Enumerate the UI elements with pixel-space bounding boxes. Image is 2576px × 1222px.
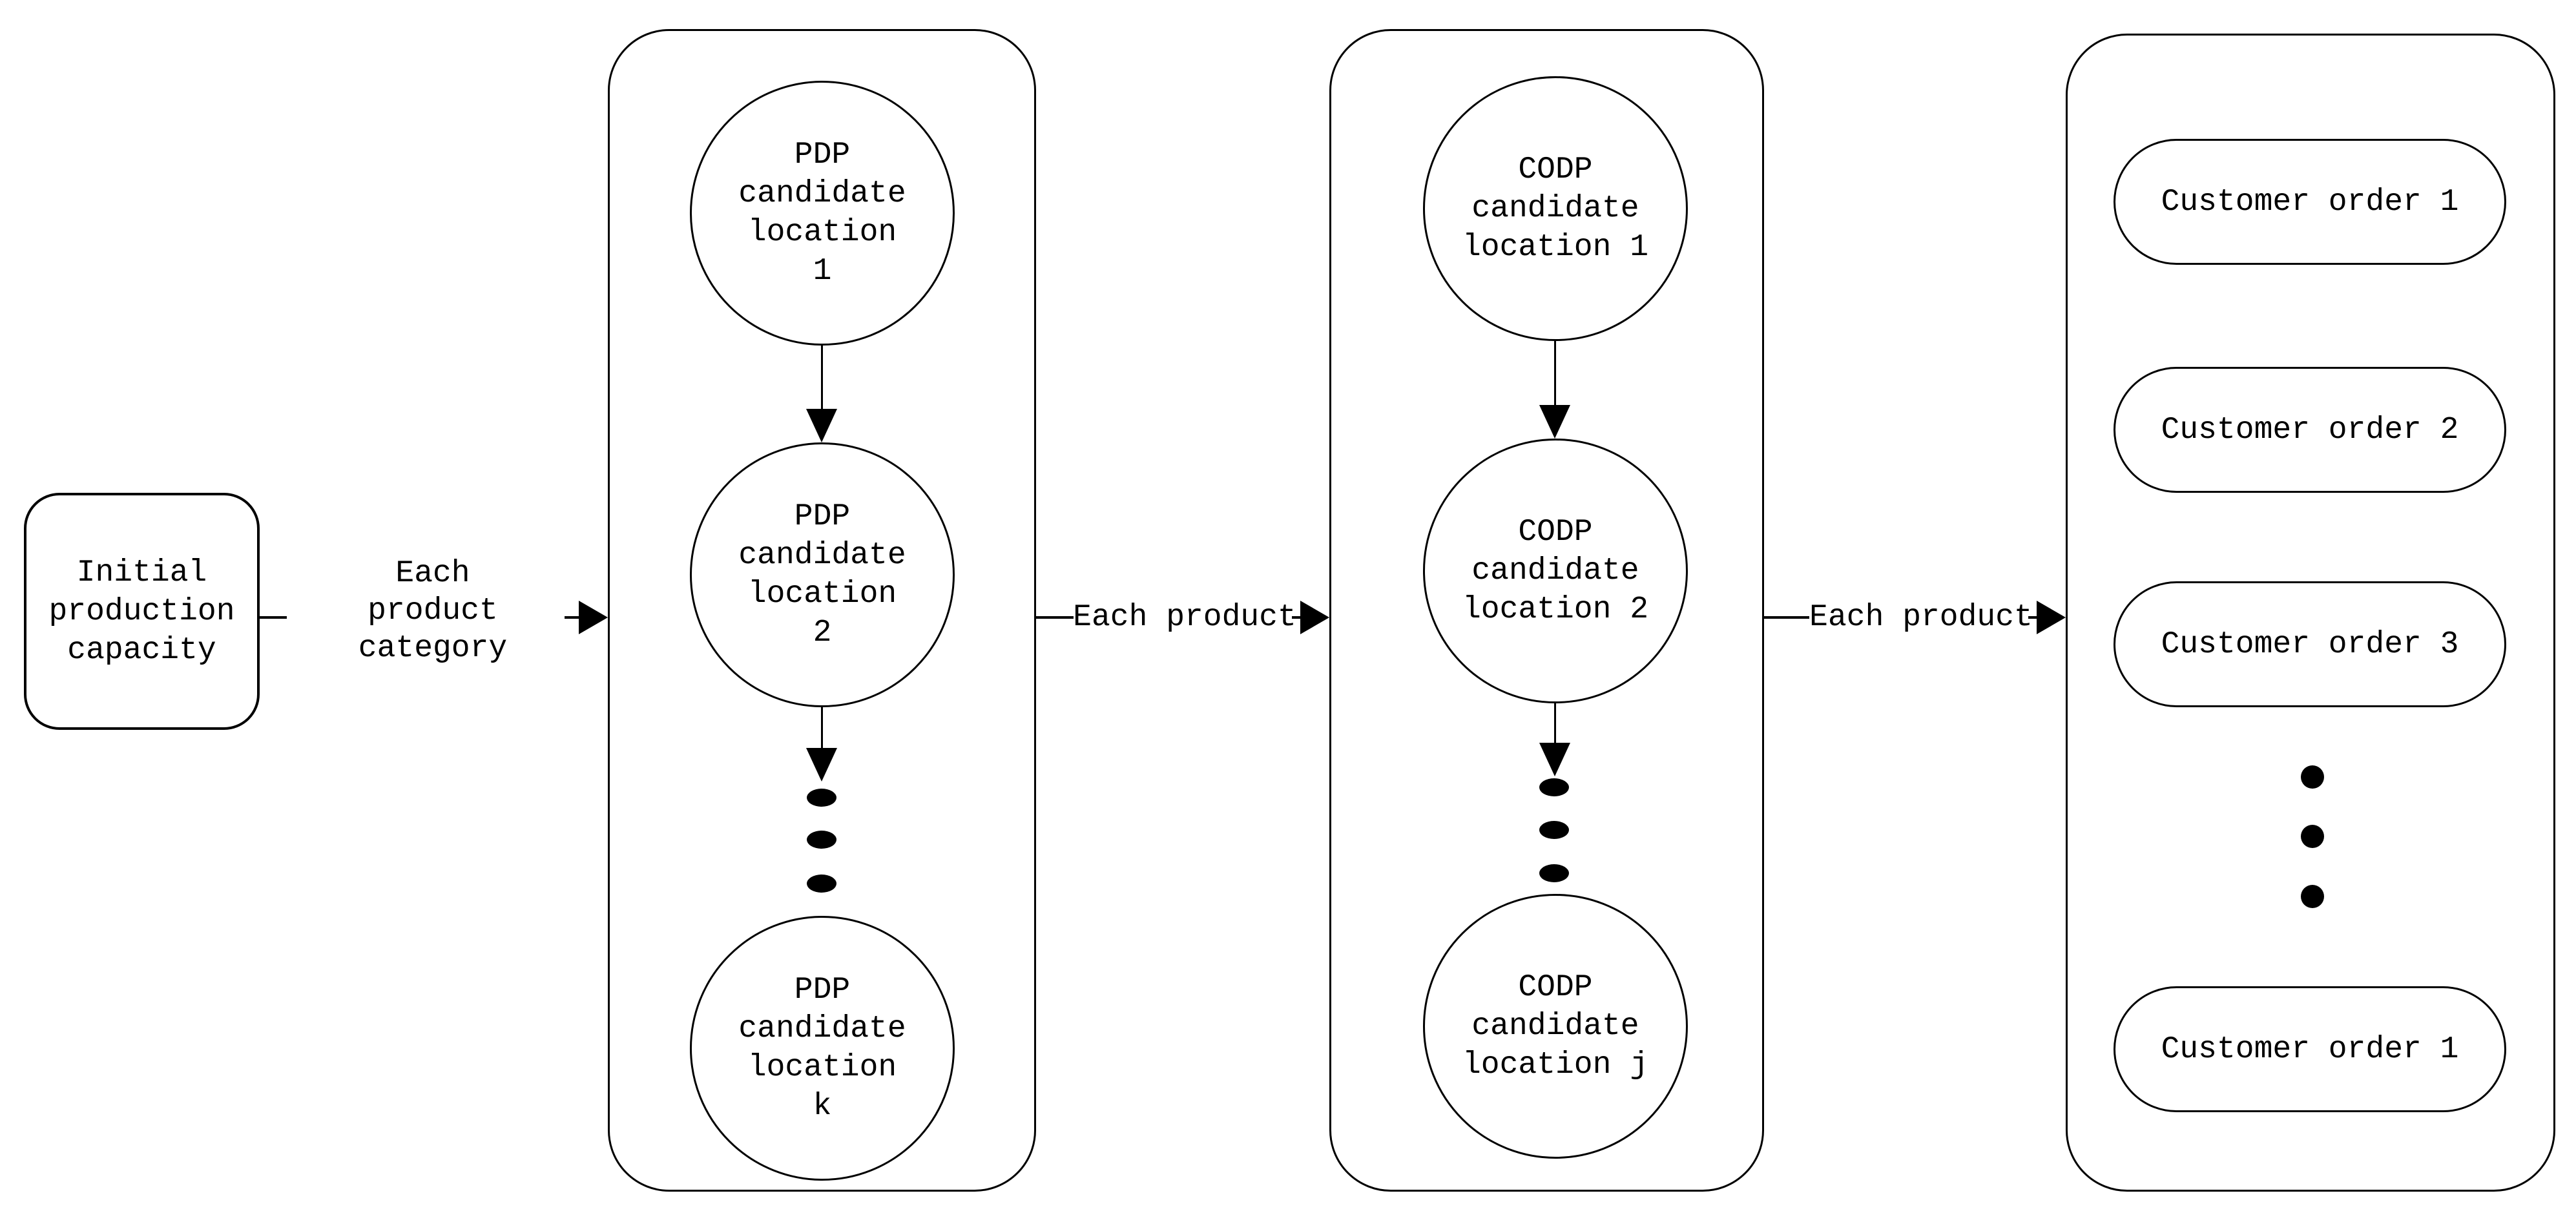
pdp-node-k-label: PDP candidate location k (738, 973, 906, 1124)
codp-node-2: CODP candidate location 2 (1423, 439, 1688, 703)
edge2-arrowhead-right-icon (1300, 601, 1329, 634)
edge3-line-end (2028, 616, 2039, 619)
codp-edge-2-j-arrowhead-down-icon (1539, 743, 1570, 776)
orders-ellipsis-dot (2301, 825, 2324, 848)
customer-order-pill-1: Customer order 1 (2114, 139, 2506, 265)
pdp-edge-2-k-arrowhead-down-icon (806, 748, 837, 782)
pdp-node-2-label: PDP candidate location 2 (738, 499, 906, 650)
codp-edge-1-2-arrowhead-down-icon (1539, 405, 1570, 439)
codp-node-1: CODP candidate location 1 (1423, 76, 1688, 341)
edge3-arrowhead-right-icon (2037, 601, 2066, 634)
codp-ellipsis-dot (1539, 778, 1569, 796)
codp-ellipsis-dot (1539, 821, 1569, 839)
pdp-ellipsis-dot (807, 875, 836, 893)
edge3-label: Each product (1809, 600, 2033, 635)
codp-edge-1-2-line (1554, 341, 1556, 406)
edge2-line-end (1292, 616, 1302, 619)
pdp-ellipsis-dot (807, 789, 836, 807)
pdp-edge-1-2-line (821, 346, 823, 410)
pdp-ellipsis-dot (807, 831, 836, 849)
customer-order-3-label: Customer order 3 (2161, 627, 2459, 662)
customer-order-pill-3: Customer order 3 (2114, 581, 2506, 707)
customer-order-1-label: Customer order 1 (2161, 184, 2459, 220)
codp-node-2-label: CODP candidate location 2 (1462, 515, 1649, 627)
initial-production-capacity-label: Initial production capacity (48, 555, 235, 668)
codp-node-1-label: CODP candidate location 1 (1462, 152, 1649, 265)
customer-order-last-label: Customer order 1 (2161, 1031, 2459, 1067)
codp-ellipsis-dot (1539, 864, 1569, 882)
orders-ellipsis-dot (2301, 885, 2324, 908)
initial-production-capacity-node: Initial production capacity (24, 493, 260, 730)
pdp-node-2: PDP candidate location 2 (690, 442, 955, 707)
pdp-node-1: PDP candidate location 1 (690, 81, 955, 346)
codp-edge-2-j-line (1554, 703, 1556, 743)
edge1-line-end (565, 616, 581, 619)
pdp-edge-1-2-arrowhead-down-icon (806, 409, 837, 442)
edge1-arrowhead-right-icon (579, 601, 608, 634)
pdp-edge-2-k-line (821, 707, 823, 749)
pdp-node-k: PDP candidate location k (690, 916, 955, 1181)
edge2-label: Each product (1073, 600, 1296, 635)
edge1-line-start (260, 616, 287, 619)
edge3-line-start (1764, 616, 1809, 619)
edge2-line-start (1036, 616, 1074, 619)
customer-order-pill-2: Customer order 2 (2114, 367, 2506, 493)
customer-order-2-label: Customer order 2 (2161, 412, 2459, 448)
pdp-node-1-label: PDP candidate location 1 (738, 138, 906, 289)
codp-node-j-label: CODP candidate location j (1462, 970, 1649, 1082)
edge1-label: Each product category (358, 556, 508, 666)
orders-ellipsis-dot (2301, 765, 2324, 789)
customer-order-pill-last: Customer order 1 (2114, 986, 2506, 1112)
codp-node-j: CODP candidate location j (1423, 894, 1688, 1159)
